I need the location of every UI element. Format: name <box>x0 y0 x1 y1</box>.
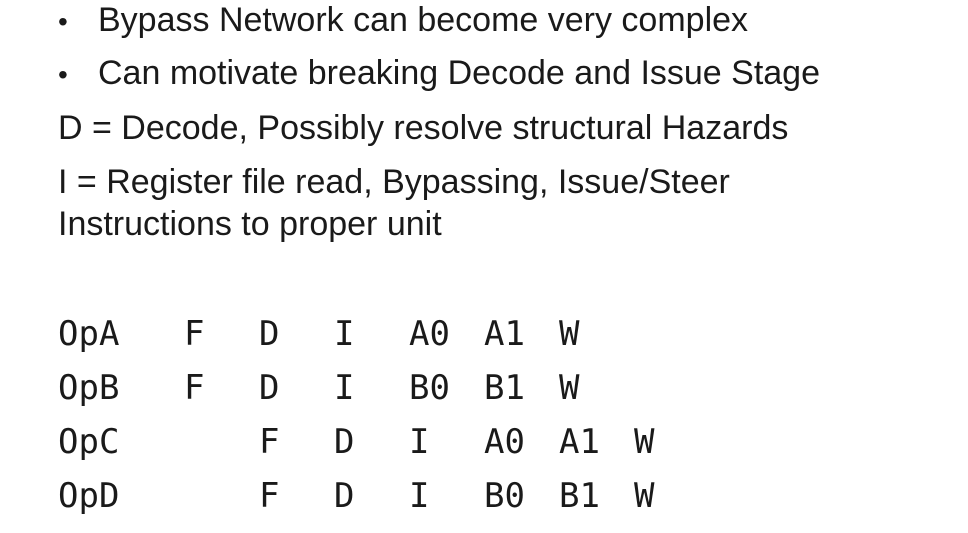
bullet-item: • Bypass Network can become very complex <box>58 0 748 42</box>
op-label: OpC <box>58 422 120 462</box>
stage-cell: A0 <box>409 314 450 354</box>
stage-cell: B0 <box>409 368 450 408</box>
decode-definition: D = Decode, Possibly resolve structural … <box>58 109 789 147</box>
stage-cell: F <box>184 314 205 354</box>
stage-cell: D <box>259 368 280 408</box>
stage-cell: D <box>334 422 355 462</box>
stage-cell: I <box>334 314 355 354</box>
stage-cell: B1 <box>559 476 600 516</box>
op-label: OpB <box>58 368 120 408</box>
stage-cell: I <box>409 422 430 462</box>
op-label: OpA <box>58 314 120 354</box>
stage-cell: D <box>334 476 355 516</box>
stage-cell: W <box>559 314 580 354</box>
op-label: OpD <box>58 476 120 516</box>
bullet-glyph: • <box>58 59 68 90</box>
stage-cell: F <box>184 368 205 408</box>
stage-cell: W <box>634 422 655 462</box>
stage-cell: D <box>259 314 280 354</box>
bullet-glyph: • <box>58 6 68 37</box>
stage-cell: A0 <box>484 422 525 462</box>
stage-cell: I <box>334 368 355 408</box>
stage-cell: B1 <box>484 368 525 408</box>
stage-cell: W <box>634 476 655 516</box>
bullet-text: Bypass Network can become very complex <box>98 1 749 39</box>
stage-cell: B0 <box>484 476 525 516</box>
bullet-item: • Can motivate breaking Decode and Issue … <box>58 53 820 95</box>
stage-cell: F <box>259 422 280 462</box>
issue-definition-line2: Instructions to proper unit <box>58 205 442 243</box>
stage-cell: F <box>259 476 280 516</box>
issue-definition-line1: I = Register file read, Bypassing, Issue… <box>58 163 730 201</box>
stage-cell: A1 <box>484 314 525 354</box>
bullet-text: Can motivate breaking Decode and Issue S… <box>98 54 821 92</box>
stage-cell: A1 <box>559 422 600 462</box>
stage-cell: I <box>409 476 430 516</box>
stage-cell: W <box>559 368 580 408</box>
